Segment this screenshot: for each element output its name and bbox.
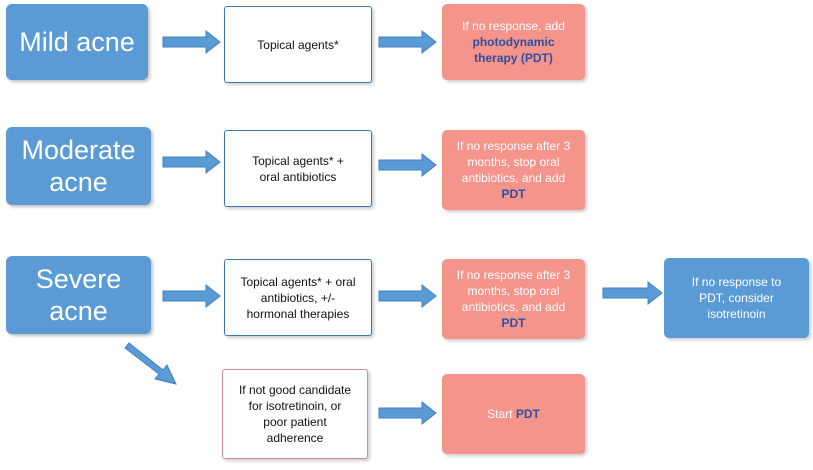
arrow-severe-to-outcome bbox=[378, 284, 437, 308]
severity-label: Mild acne bbox=[19, 27, 135, 57]
isotretinoin-box: If no response to PDT, consider isotreti… bbox=[664, 258, 809, 338]
arrow-severe-to-treatment bbox=[162, 284, 221, 308]
arrow-moderate-to-treatment bbox=[162, 150, 221, 174]
arrow-mild-to-outcome bbox=[378, 30, 437, 54]
arrow-mild-to-treatment bbox=[162, 30, 221, 54]
severity-box-moderate: Moderate acne bbox=[6, 127, 151, 205]
treatment-box-moderate: Topical agents* + oral antibiotics bbox=[224, 130, 372, 207]
arrow-severe-to-alternative bbox=[124, 342, 177, 385]
treatment-box-mild: Topical agents* bbox=[224, 6, 372, 83]
outcome-box-mild: If no response, add photodynamic therapy… bbox=[442, 4, 585, 80]
treatment-box-severe: Topical agents* + oral antibiotics, +/- … bbox=[224, 259, 372, 336]
outcome-box-severe: If no response after 3 months, stop oral… bbox=[442, 259, 585, 339]
outcome-box-alternative: Start PDT bbox=[442, 374, 585, 454]
outcome-box-moderate: If no response after 3 months, stop oral… bbox=[442, 130, 585, 210]
severity-box-mild: Mild acne bbox=[6, 4, 148, 80]
arrow-severe-outcome-to-isotretinoin bbox=[602, 281, 663, 305]
arrow-alternative-to-outcome bbox=[378, 401, 437, 425]
severity-box-severe: Severe acne bbox=[6, 256, 151, 334]
alternative-condition-box: If not good candidate for isotretinoin, … bbox=[222, 369, 368, 459]
severity-label: Moderate acne bbox=[21, 135, 136, 197]
arrow-moderate-to-outcome bbox=[378, 153, 437, 177]
severity-label: Severe acne bbox=[35, 264, 122, 326]
